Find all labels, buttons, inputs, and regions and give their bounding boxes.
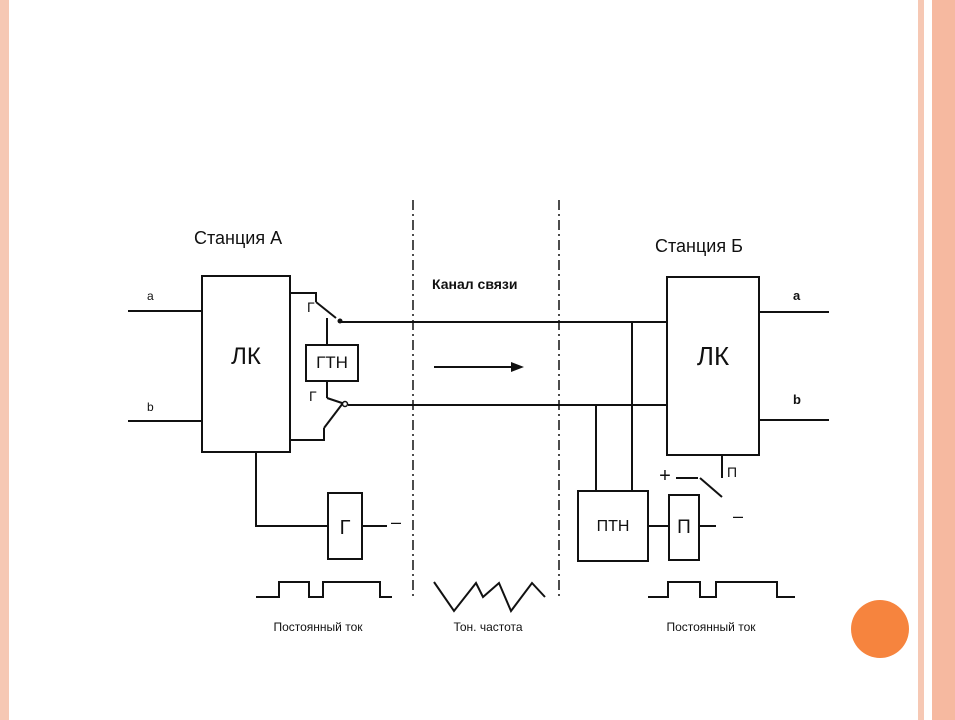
station-a-gtn-label: ГТН [316,353,348,372]
station-b-plus-label: + [659,465,671,487]
caption-middle: Тон. частота [453,620,522,634]
station-a-title: Станция А [194,228,282,248]
station-a-g-bottom-wire [290,428,325,441]
station-a-g-block-label: Г [340,517,351,539]
station-a-g-top-contact-dot [337,318,343,324]
right-dc-pulse-waveform [648,581,795,598]
left-dc-pulse-waveform [256,581,392,598]
direction-arrow-head [511,362,524,372]
station-b-lk-label: ЛК [697,341,729,371]
station-a-g-top-wire [290,292,317,302]
station-a-lk-label: ЛК [231,343,261,370]
station-b-title: Станция Б [655,236,743,256]
station-b-ptn-label: ПТН [597,518,630,535]
station-b-minus-label: – [733,506,743,526]
caption-left: Постоянный ток [273,620,363,634]
station-a-g-bottom-contact [323,402,344,429]
station-a-g-bottom-label: Г [309,388,317,404]
station-a-g-bottom-contact-dot [341,400,349,408]
station-a-line-a-label: a [147,289,154,303]
station-a-g-top-contact [315,301,337,319]
station-a-line-b-label: b [147,400,154,414]
station-b-p-block [668,494,700,561]
channel-title: Канал связи [432,276,517,292]
p-contact-switch [699,477,723,498]
station-a-minus-label: – [391,512,401,532]
station-b-p-block-label: П [677,517,691,538]
station-b-line-b-label: b [793,392,801,407]
station-b-p-contact-label: П [727,464,737,480]
right-frame-border-inner [918,0,924,720]
station-a-g-top-label: Г [307,299,315,315]
station-a-g-block-wire [255,452,328,527]
station-a-lk-box [201,275,291,453]
caption-right: Постоянный ток [666,620,756,634]
accent-circle [851,600,909,658]
tone-frequency-waveform [433,581,546,613]
right-frame-border-outer [932,0,955,720]
station-a-gtn-box [305,344,359,382]
station-b-lk-box [666,276,760,456]
left-frame-border [0,0,9,720]
station-b-line-a-label: a [793,288,801,303]
